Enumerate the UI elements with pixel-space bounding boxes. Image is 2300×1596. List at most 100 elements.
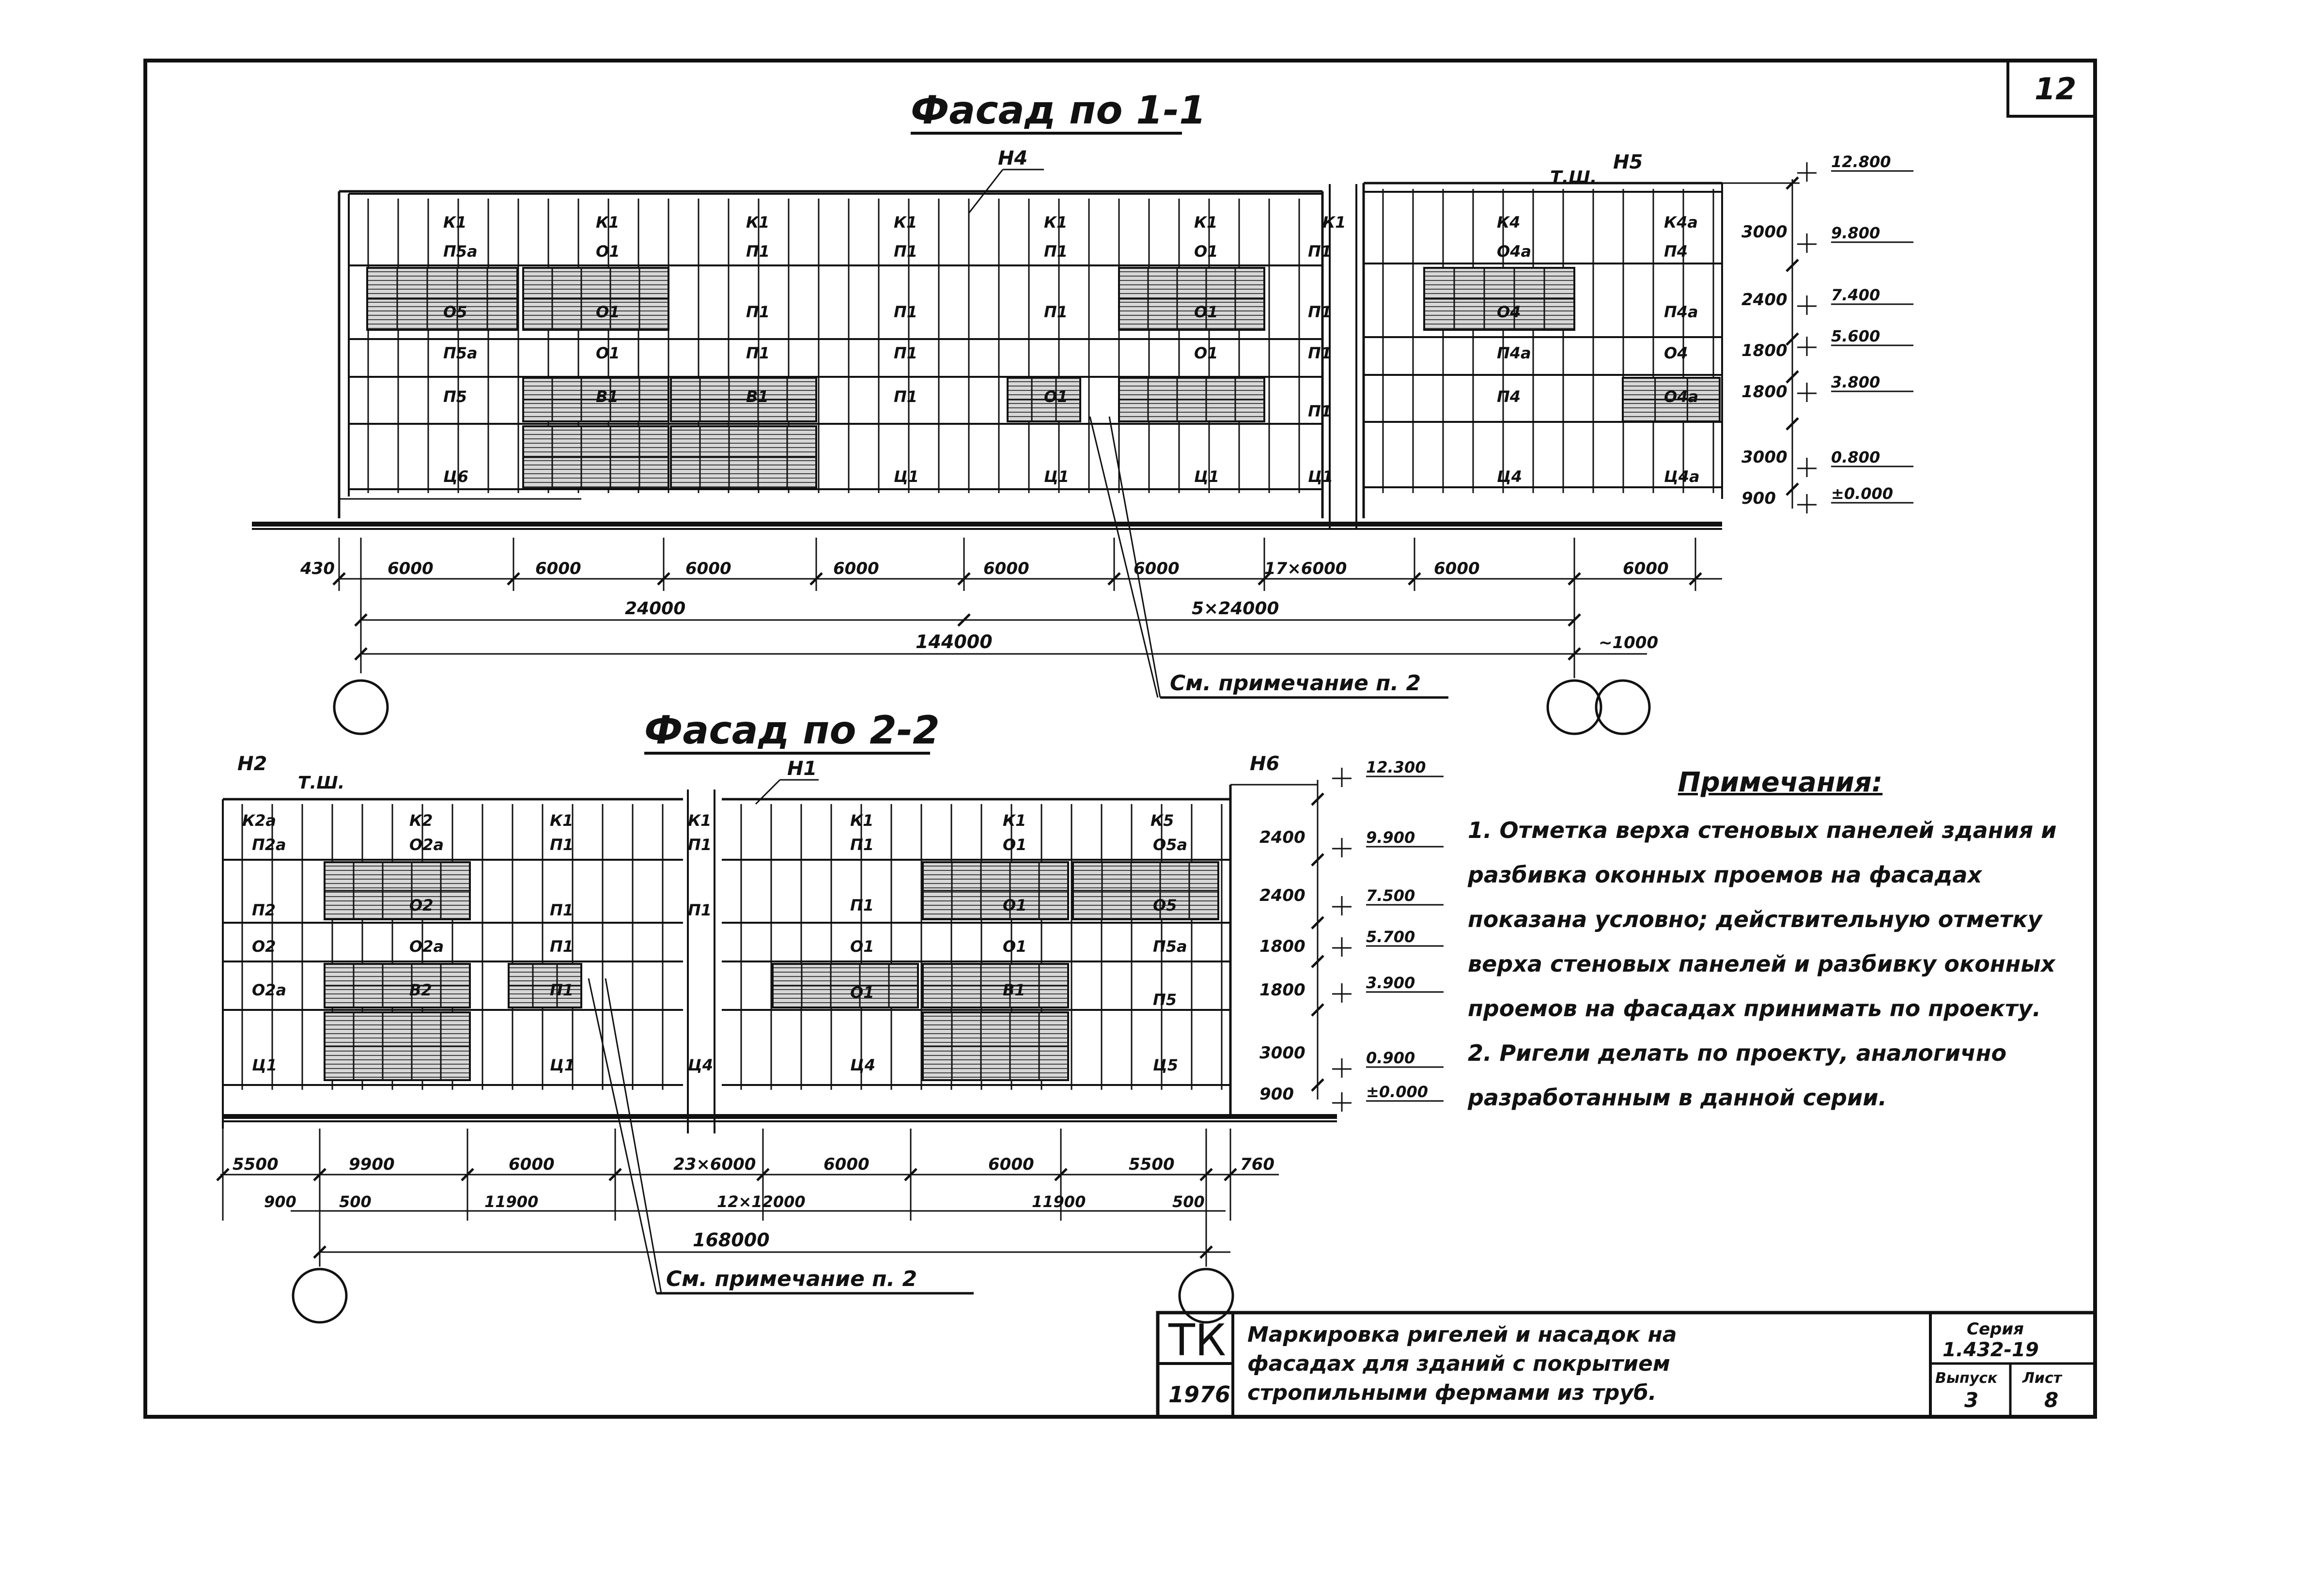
facade-1-height: 3000 [1741,222,1787,242]
facade-1-panel-label: О1 [1194,303,1218,321]
facade-2-elevation: 9.900 [1366,828,1415,847]
facade-1-window [522,267,669,331]
dimension-tick [461,1168,474,1181]
facade-1-dimension: 6000 [685,559,731,578]
facade-1-elevation: 0.800 [1831,448,1880,466]
facade-2-dimension: 11900 [1032,1193,1086,1211]
tb-sheet-label: Лист [2022,1370,2063,1387]
tb-desc-3: стропильными фермами из труб. [1247,1380,1657,1405]
facade-1-panel-label: П1 [1044,303,1068,321]
facade-2-dimension: 6000 [988,1155,1034,1174]
facade-2-panel-label: П1 [550,981,574,999]
facade-1-window [366,267,518,331]
facade-2-height: 1800 [1259,980,1305,1000]
dimension-tick [1786,417,1799,431]
facade-1-panel-label: К4а [1664,213,1698,232]
facade-1-window [1118,267,1265,331]
tb-issue-value: 3 [1964,1388,1978,1412]
facade-2-panel-label: П5а [1153,937,1187,956]
dimension-tick [1689,572,1702,586]
facade-1-elevation: 5.600 [1831,327,1880,345]
facade-1-panel-label: К1 [1044,213,1067,232]
facade-2-elevation: 12.300 [1366,758,1426,776]
facade-1-dimension: 6000 [1623,559,1669,578]
facade-1-panel-label: О1 [596,344,620,362]
facade-2-panel-label: П2 [252,901,276,919]
dimension-tick [507,572,520,586]
dimension-tick [1311,853,1324,867]
facade-1-panel-label: П1 [746,242,770,261]
tb-series-label: Серия [1967,1319,2024,1339]
facade-1-dimension: 6000 [1134,559,1180,578]
facade-1-panel-label: К1 [1194,213,1217,232]
facade-1-dimension: 430 [300,559,335,578]
tb-org: ТК [1168,1315,1226,1366]
facade-1-panel-label: П4 [1664,242,1688,261]
facade-2-panel-label: Ц5 [1153,1056,1178,1074]
tb-series-value: 1.432-19 [1943,1339,2039,1361]
facade-2-window [324,963,471,1008]
dimension-tick [756,1168,770,1181]
facade-1-panel-label: О4а [1664,387,1698,406]
facade-1-window [1622,377,1721,422]
facade-2-panel-label: Ц1 [550,1056,575,1074]
facade-2-window [324,861,471,920]
facade-2-panel-label: Ц4 [688,1056,713,1074]
facade-2-elevation: 7.500 [1366,886,1415,905]
facade-1-panel-label: К1 [1322,213,1346,232]
facade-2-panel-label: К1 [1003,811,1026,830]
facade-2-panel-label: Ц4 [850,1056,875,1074]
facade-1-height: 1800 [1741,341,1787,360]
facade-1-panel-label: П5 [443,387,467,406]
dimension-tick [1786,259,1799,272]
dimension-tick [608,1168,622,1181]
sheet-frame [143,59,2097,1419]
facade-1-elevation: ±0.000 [1831,484,1893,503]
facade-1-window [670,377,817,422]
facade-2-window [324,1011,471,1081]
facade-2-height: 2400 [1259,886,1305,905]
facade-2-panel-label: О1 [1003,896,1026,914]
facade-1-panel-label: П1 [1308,344,1332,362]
facade-2-panel-label: О1 [850,937,874,956]
facade-1-height: 2400 [1741,290,1787,310]
facade-1-title: Фасад по 1-1 [911,88,1206,133]
facade-2-panel-label: О1 [1003,836,1026,854]
facade-2-elevation: 3.900 [1366,974,1415,992]
facade-1-elevation: 7.400 [1831,286,1880,304]
facade-2-panel-label: О2а [252,981,286,999]
axis-bubble [333,679,389,735]
facade-1-panel-label: К1 [746,213,769,232]
facade-2-elevation: 5.700 [1366,928,1415,946]
facade-1-panel-label: Ц1 [1308,467,1333,486]
dimension-tick [1786,332,1799,346]
facade-2-panel-label: К2а [242,811,276,830]
facade-2-dimension: 168000 [693,1229,770,1251]
dimension-tick [1311,955,1324,968]
facade-1-panel-label: П1 [894,303,917,321]
facade-2-panel-label: Ц1 [252,1056,277,1074]
facade-1-panel-label: О1 [1194,344,1218,362]
facade-1-panel-label: П1 [746,344,770,362]
facade-2-window [772,963,919,1008]
facade-1-panel-label: Ц1 [1044,467,1069,486]
facade-2-dimension: 23×6000 [673,1155,756,1174]
facade-2-dimension: 500 [1172,1193,1205,1211]
dimension-tick [1408,572,1421,586]
leader-line [1089,416,1159,698]
dimension-tick [1311,916,1324,930]
facade-2-panel-label: К5 [1150,811,1174,830]
dimension-tick [1786,176,1799,190]
facade-2-dimension: 5500 [233,1155,279,1174]
tb-issue-label: Выпуск [1935,1370,1998,1387]
dimension-tick [904,1168,917,1181]
facade-1-elevation: 12.800 [1831,153,1891,171]
facade-2-panel-label: П1 [850,896,874,914]
facade-1-label-tsh: Т.Ш. [1550,168,1597,187]
facade-2-window [922,1011,1069,1081]
facade-2-panel-label: О1 [1003,937,1026,956]
facade-1-panel-label: К1 [596,213,619,232]
facade-1-panel-label: П1 [1308,402,1332,420]
